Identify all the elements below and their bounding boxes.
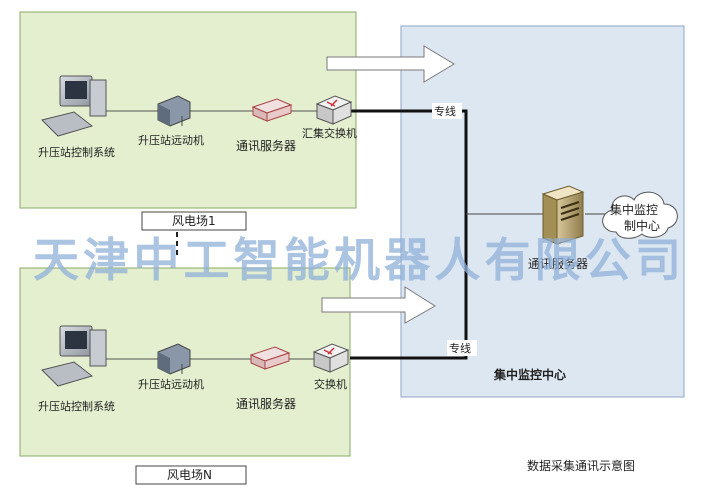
site1-switch-label: 汇集交换机: [302, 126, 357, 140]
site1-switch-icon: [315, 95, 353, 125]
siteN-switch-label: 交换机: [314, 377, 347, 391]
siteN-server-icon: [249, 346, 291, 370]
site1-name: 风电场1: [172, 214, 216, 228]
site1-rtu-label: 升压站远动机: [138, 133, 204, 147]
siteN-switch-icon: [312, 343, 350, 373]
cloud-icon: [602, 191, 678, 239]
cloud-label-1: 集中监控: [610, 202, 658, 217]
siteN-name: 风电场N: [167, 468, 212, 482]
center-server-icon: [541, 185, 585, 245]
siteN-line-label: 专线: [449, 341, 471, 355]
site1-line-label: 专线: [434, 104, 456, 118]
site1-name-tag: [141, 211, 247, 231]
center-name: 集中监控中心: [493, 367, 566, 382]
site1-server-icon: [251, 98, 293, 122]
line-label-bg-1: [432, 103, 462, 119]
diagram-caption: 数据采集通讯示意图: [527, 458, 635, 473]
arrow-site1: [326, 45, 455, 83]
arrow-siteN: [321, 286, 436, 324]
site1-server-label: 通讯服务器: [236, 138, 296, 153]
dedicated-line-site1: [345, 109, 468, 360]
siteN-name-tag: [135, 465, 247, 485]
siteN-rtu-icon: [157, 343, 191, 375]
watermark-text: 天津中工智能机器人有限公司: [33, 233, 683, 287]
center-server-label: 通讯服务器: [528, 256, 588, 271]
siteN-rtu-label: 升压站远动机: [138, 377, 204, 391]
siteN-pc-label: 升压站控制系统: [38, 399, 115, 413]
site1-pc-icon: [41, 75, 107, 137]
siteN-server-label: 通讯服务器: [236, 396, 296, 411]
site1-rtu-icon: [157, 95, 191, 127]
cloud-label-2: 制中心: [624, 218, 660, 233]
siteN-pc-icon: [41, 325, 107, 387]
site1-pc-label: 升压站控制系统: [38, 145, 115, 159]
line-label-bg-N: [447, 340, 477, 356]
